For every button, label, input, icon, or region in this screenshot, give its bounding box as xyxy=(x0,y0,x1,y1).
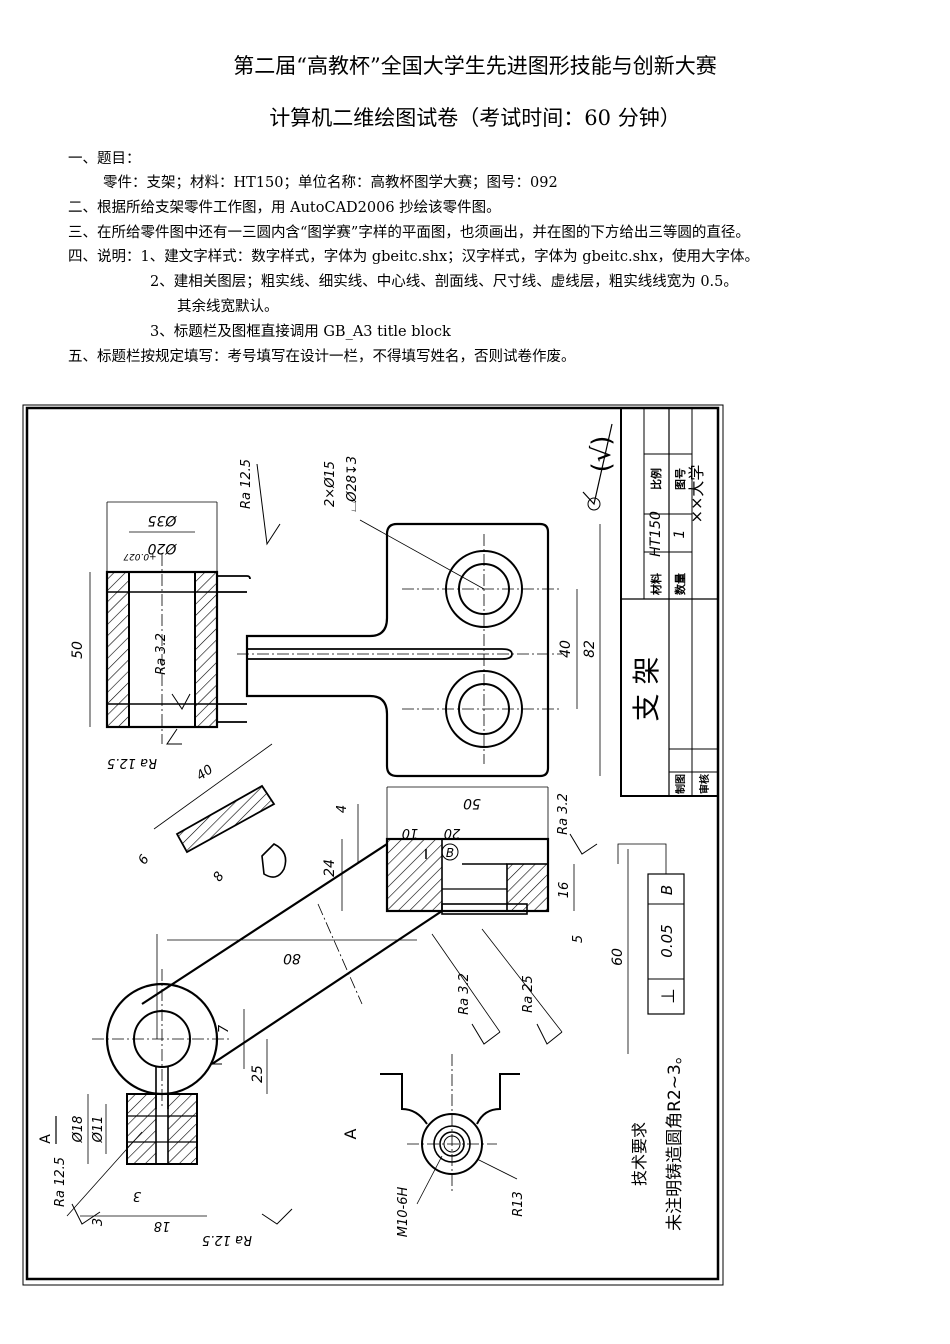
section-arrow-a: A xyxy=(38,1134,54,1144)
dim-60: 60 xyxy=(610,948,626,966)
dim-50-front: 50 xyxy=(463,795,481,811)
dim-section-6: 6 xyxy=(136,852,153,867)
quantity-value: 1 xyxy=(672,530,688,539)
counterbore-callout: ⌴Ø28↧3 xyxy=(345,456,360,512)
drawn-label: 制图 xyxy=(674,774,687,794)
instruction-line: 2、建相关图层；粗实线、细实线、中心线、剖面线、尺寸线、虚线层，粗实线线宽为 0… xyxy=(150,274,738,290)
dim-section-8: 8 xyxy=(211,869,228,884)
dim-40: 40 xyxy=(558,640,574,658)
dim-3-mid: 3 xyxy=(133,1188,141,1203)
material-value: HT150 xyxy=(648,511,664,557)
roughness-symbol-default: (√) xyxy=(582,423,617,511)
front-view-boss xyxy=(385,837,550,915)
tolerance-value: 0.05 xyxy=(658,924,676,957)
quantity-label: 数量 xyxy=(673,573,687,595)
roughness-default-text: (√) xyxy=(587,436,617,473)
dim-3-left: 3 xyxy=(91,1218,106,1226)
top-view-plate xyxy=(237,522,562,778)
dimensions-top-view: 40 82 2×Ø15 ⌴Ø28↧3 xyxy=(323,456,601,776)
tolerance-symbol: ⊥ xyxy=(658,988,679,1004)
page-title: 第二届“高教杯”全国大学生先进图形技能与创新大赛 xyxy=(233,54,717,78)
material-label: 材料 xyxy=(649,573,663,595)
dimensions-front-boss: 50 4 10 20 B Ra 3.2 24 16 5 60 xyxy=(322,786,629,1054)
title-block: 支 架 材料 HT150 数量 1 比例 图号 ××大学 制图 审核 xyxy=(620,407,719,797)
dim-section-40: 40 xyxy=(194,762,216,784)
geometric-tolerance-frame: B 0.05 ⊥ xyxy=(617,843,685,1015)
instruction-line: 其余线宽默认。 xyxy=(177,299,279,315)
dim-d20-tol: +0.027 xyxy=(123,551,157,561)
dim-10: 10 xyxy=(402,825,419,840)
view-a: A M10-6H R13 xyxy=(341,1054,526,1237)
dim-82: 82 xyxy=(582,640,598,658)
thread-callout: M10-6H xyxy=(396,1187,411,1238)
checked-label: 审核 xyxy=(698,774,711,794)
instruction-line: 零件：支架；材料：HT150；单位名称：高教杯图学大赛；图号：092 xyxy=(103,175,558,191)
instruction-line: 3、标题栏及图框直接调用 GB_A3 title block xyxy=(150,324,451,340)
dim-18-bottom: 18 xyxy=(154,1218,171,1233)
drawing-no-label: 图号 xyxy=(674,468,687,490)
engineering-drawing: 支 架 材料 HT150 数量 1 比例 图号 ××大学 制图 审核 (√) Ø… xyxy=(22,404,724,1286)
instruction-line: 三、在所给零件图中还有一三圆内含“图学赛”字样的平面图，也须画出，并在图的下方给… xyxy=(68,225,750,241)
notes-text: 未注明铸造圆角R2~3。 xyxy=(665,1047,685,1231)
section-view-top xyxy=(105,554,251,744)
dim-d20: Ø20 xyxy=(147,540,177,556)
front-view-lower-section xyxy=(126,1093,198,1165)
datum-b-label: B xyxy=(446,846,454,860)
ra-12-5-top: Ra 12.5 xyxy=(239,459,254,509)
ra-25: Ra 25 xyxy=(521,975,536,1013)
part-name: 支 架 xyxy=(630,657,663,722)
ra-3-2-section: Ra 3.2 xyxy=(154,633,169,675)
dim-7: 7 xyxy=(217,1024,232,1033)
instruction-line: 四、说明：1、建文字样式：数字样式，字体为 gbeitc.shx；汉字样式，字体… xyxy=(68,249,760,265)
scale-label: 比例 xyxy=(649,468,663,490)
ra-3-2-boss: Ra 3.2 xyxy=(556,793,571,835)
instruction-line: 五、标题栏按规定填写：考号填写在设计一栏，不得填写姓名，否则试卷作废。 xyxy=(68,349,576,365)
inner-frame xyxy=(25,406,720,1281)
view-a-label: A xyxy=(341,1128,360,1139)
radius-r13: R13 xyxy=(511,1191,526,1217)
school-name: ××大学 xyxy=(687,465,706,524)
dim-d35: Ø35 xyxy=(147,512,177,528)
outer-frame xyxy=(22,404,724,1286)
dim-h50: 50 xyxy=(70,641,86,659)
ra-12-5-left: Ra 12.5 xyxy=(107,755,157,770)
instruction-line: 一、题目： xyxy=(68,151,141,167)
notes-title: 技术要求 xyxy=(630,1122,649,1186)
dimensions-front-arm: 80 Ra 3.2 Ra 25 7 25 Ø18 Ø11 A Ra 12.5 R… xyxy=(38,928,563,1247)
dim-16: 16 xyxy=(557,882,572,899)
dim-5: 5 xyxy=(571,935,586,943)
dim-20: 20 xyxy=(444,825,461,840)
dim-d11: Ø11 xyxy=(91,1116,106,1144)
ra-12-5-lower-left: Ra 12.5 xyxy=(53,1157,68,1207)
instruction-line: 二、根据所给支架零件工作图，用 AutoCAD2006 抄绘该零件图。 xyxy=(68,200,501,216)
dimensions-section-top: Ø35 Ø20 +0.027 50 Ra 12.5 Ra 3.2 Ra 12.5 xyxy=(70,459,281,770)
technical-notes: 技术要求 未注明铸造圆角R2~3。 xyxy=(630,1047,685,1231)
ra-12-5-lower-right: Ra 12.5 xyxy=(202,1232,252,1247)
holes-callout: 2×Ø15 xyxy=(323,461,338,507)
removed-section: 40 6 8 xyxy=(136,743,287,885)
page-subtitle: 计算机二维绘图试卷（考试时间：60 分钟） xyxy=(269,106,681,130)
dim-25: 25 xyxy=(250,1065,266,1083)
ra-3-2-arm: Ra 3.2 xyxy=(457,973,472,1015)
dim-4: 4 xyxy=(335,805,350,813)
tolerance-datum: B xyxy=(658,885,676,895)
dim-24: 24 xyxy=(322,859,338,877)
dim-80: 80 xyxy=(283,950,301,966)
front-view-arm xyxy=(92,843,443,1109)
dim-d18: Ø18 xyxy=(71,1116,86,1144)
